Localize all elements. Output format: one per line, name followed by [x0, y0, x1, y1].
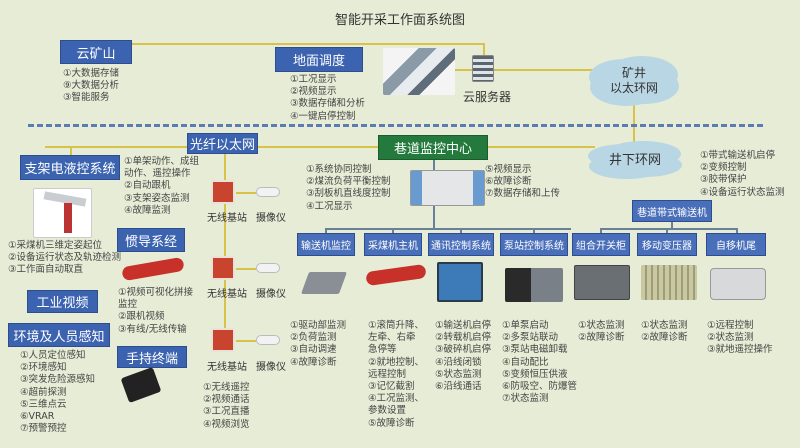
- inertial-nav-box: 惯导系经: [117, 228, 185, 252]
- base-station-label: 无线基站: [207, 213, 247, 224]
- phone-image: [120, 366, 162, 404]
- base-station-icon: [211, 256, 235, 280]
- subsystem-tail: 自移机尾: [706, 233, 766, 256]
- camera-icon: [256, 187, 280, 197]
- connector-line: [633, 100, 635, 145]
- camera-label: 摄像仪: [256, 213, 286, 224]
- belt-conveyor-box: 巷道带式输送机: [632, 200, 712, 222]
- connector-line: [70, 146, 72, 156]
- ground-underground-divider: [28, 124, 763, 127]
- cloud-server-label: 云服务器: [463, 90, 512, 104]
- base-station-icon: [211, 328, 235, 352]
- base-station-label: 无线基站: [207, 289, 247, 300]
- transformer-image: [641, 265, 697, 300]
- connector-line: [45, 146, 595, 148]
- camera-icon: [256, 263, 280, 273]
- subsystem-switchgear: 组合开关柜: [572, 233, 630, 256]
- subsystem-transformer: 移动变压器: [637, 233, 697, 256]
- console-image: [410, 170, 485, 206]
- control-room-image: [383, 48, 455, 95]
- connector-line: [236, 340, 256, 342]
- switchgear-image: [574, 265, 630, 300]
- camera-label: 摄像仪: [256, 289, 286, 300]
- monitoring-center-box: 巷道监控中心: [378, 135, 488, 160]
- connector-line: [224, 146, 226, 341]
- tree-line: [600, 228, 738, 230]
- tree-line: [671, 222, 673, 229]
- shearer-host-image: [365, 263, 427, 287]
- camera-icon: [256, 335, 280, 345]
- subsystem-shearer: 采煤机主机: [364, 233, 422, 256]
- subsystem-pump: 泵站控制系统: [500, 233, 568, 256]
- fiber-ethernet-box: 光纤以太网: [187, 133, 258, 154]
- support-system-box: 支架电液控系统: [20, 155, 120, 180]
- ground-dispatch-box: 地面调度: [275, 47, 363, 72]
- env-perception-box: 环境及人员感知: [8, 323, 110, 347]
- subsystem-comm: 通讯控制系统: [428, 233, 494, 256]
- server-icon: [472, 55, 494, 82]
- self-moving-tail-image: [710, 268, 766, 300]
- base-station-icon: [211, 180, 235, 204]
- connector-line: [455, 69, 595, 71]
- base-station-label: 无线基站: [207, 362, 247, 373]
- underground-ring-cloud: 井下环网: [595, 145, 675, 175]
- handheld-terminal-box: 手持终端: [117, 346, 187, 368]
- cloud-mine-box: 云矿山: [60, 40, 132, 64]
- connector-line: [132, 43, 484, 45]
- tree-line: [325, 228, 571, 230]
- pump-image: [505, 268, 563, 302]
- hydraulic-support-image: [33, 188, 92, 238]
- mine-ring-cloud: 矿井以太环网: [596, 60, 672, 102]
- conveyor-image: [300, 272, 348, 294]
- diagram-title: 智能开采工作面系统图: [334, 13, 465, 28]
- connector-line: [236, 268, 256, 270]
- comm-controller-image: [437, 262, 483, 302]
- connector-line: [236, 192, 256, 194]
- camera-label: 摄像仪: [256, 362, 286, 373]
- industrial-video-box: 工业视频: [27, 290, 98, 313]
- subsystem-conveyor: 输送机监控: [297, 233, 355, 256]
- connector-line: [483, 43, 485, 57]
- shearer-image: [121, 256, 185, 282]
